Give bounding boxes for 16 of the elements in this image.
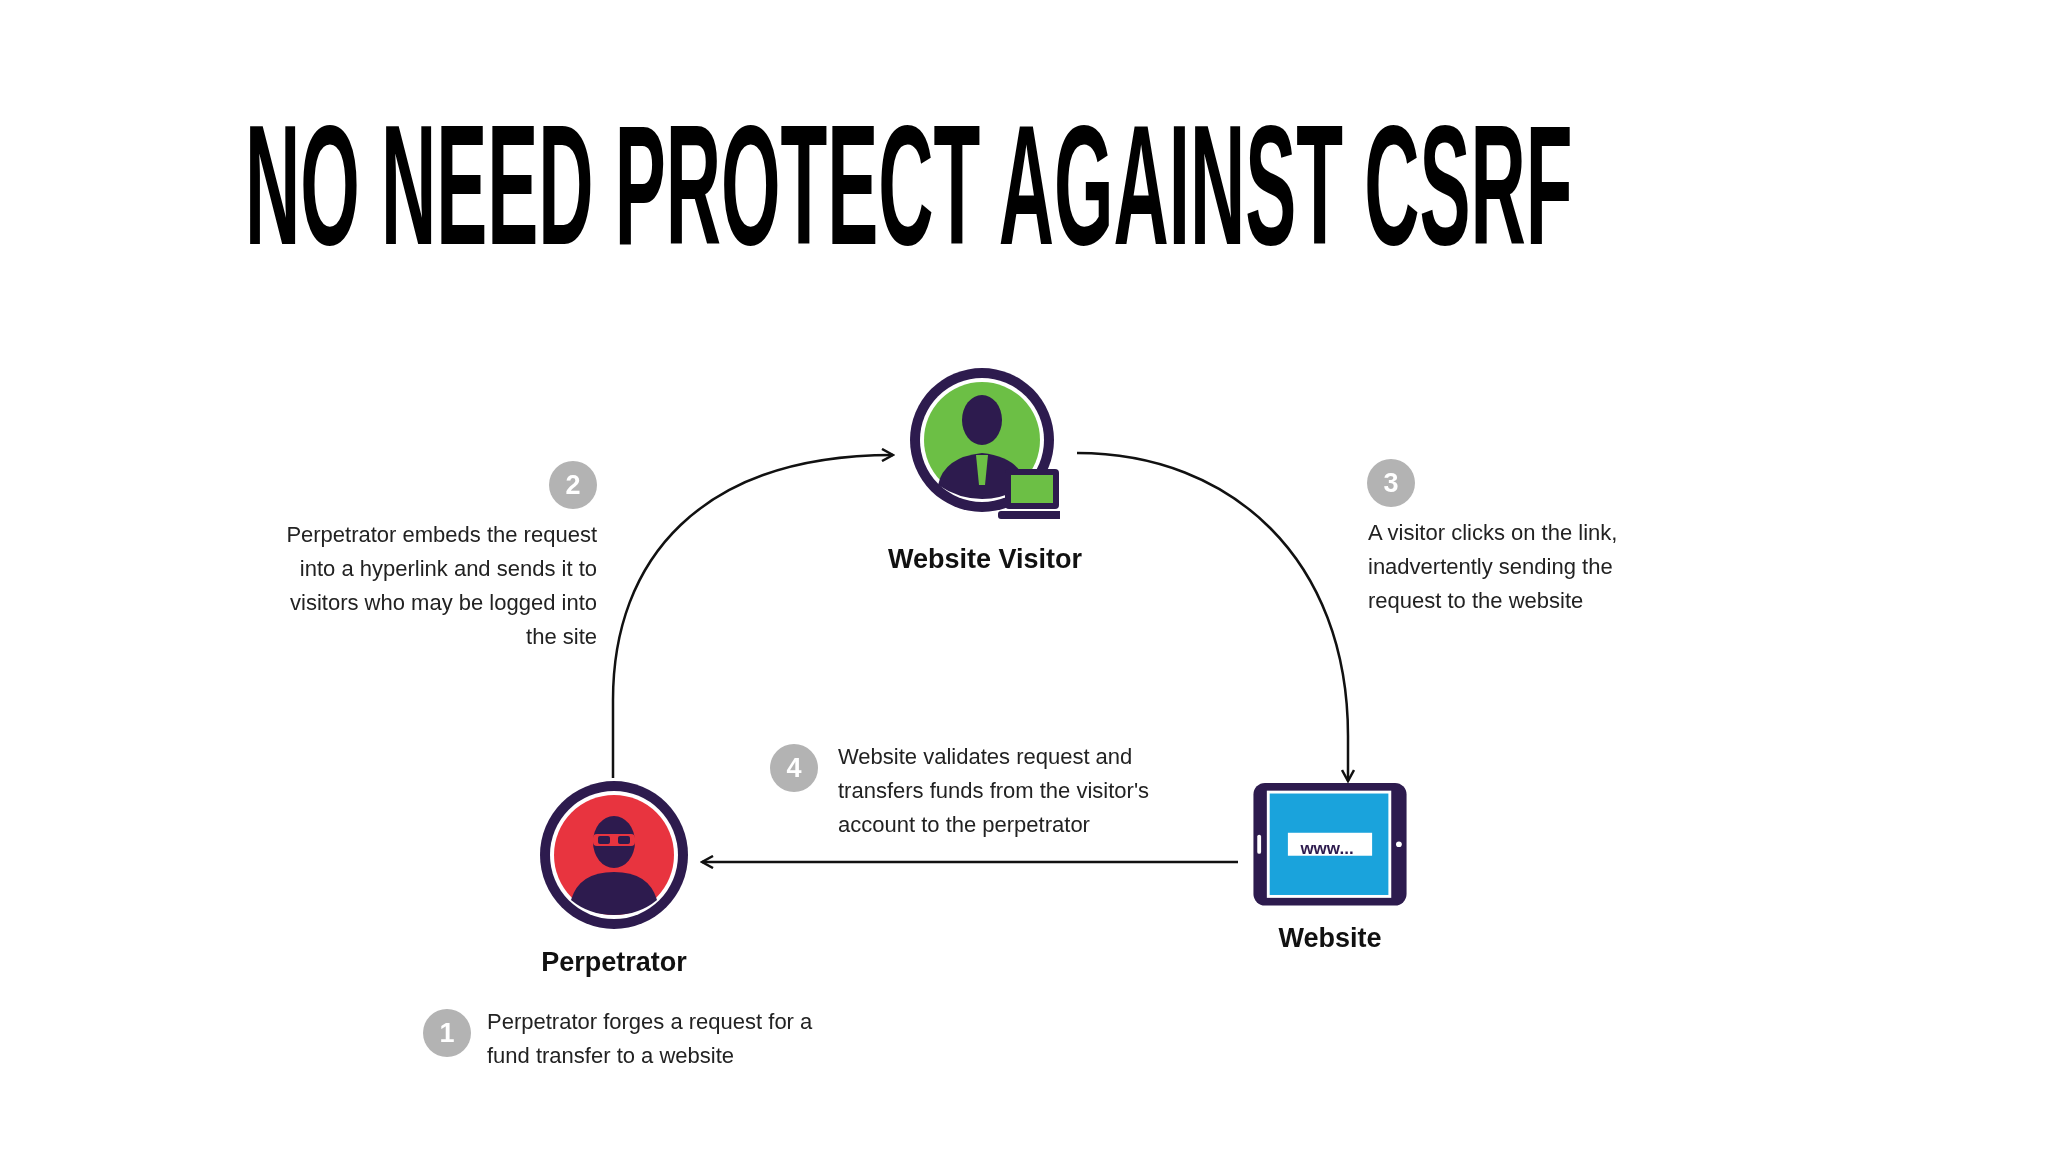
arrow (611, 448, 895, 778)
node-label: Perpetrator (541, 946, 687, 979)
step-number: 1 (423, 1009, 471, 1057)
step-description: Perpetrator embeds the request into a hyperlink and sends it to visitors who may be logged into the site (285, 521, 597, 651)
step-number: 3 (1367, 459, 1415, 507)
step-number: 4 (770, 744, 818, 792)
arrow (1076, 451, 1356, 783)
node-label: Website Visitor (887, 543, 1083, 576)
arrow (700, 854, 1238, 870)
url-text: www... (1299, 838, 1355, 860)
node-label: Website (1278, 921, 1382, 955)
step-description: Website validates request and transfers funds from the visitor's account to the perpetrator (838, 743, 1151, 839)
step-description: A visitor clicks on the link, inadvertently sending the request to the website (1368, 519, 1618, 615)
step-description: Perpetrator forges a request for a fund transfer to a website (487, 1008, 814, 1070)
step-number: 2 (549, 461, 597, 509)
title: NO NEED PROTECT AGAINST CSRF (245, 100, 1573, 270)
